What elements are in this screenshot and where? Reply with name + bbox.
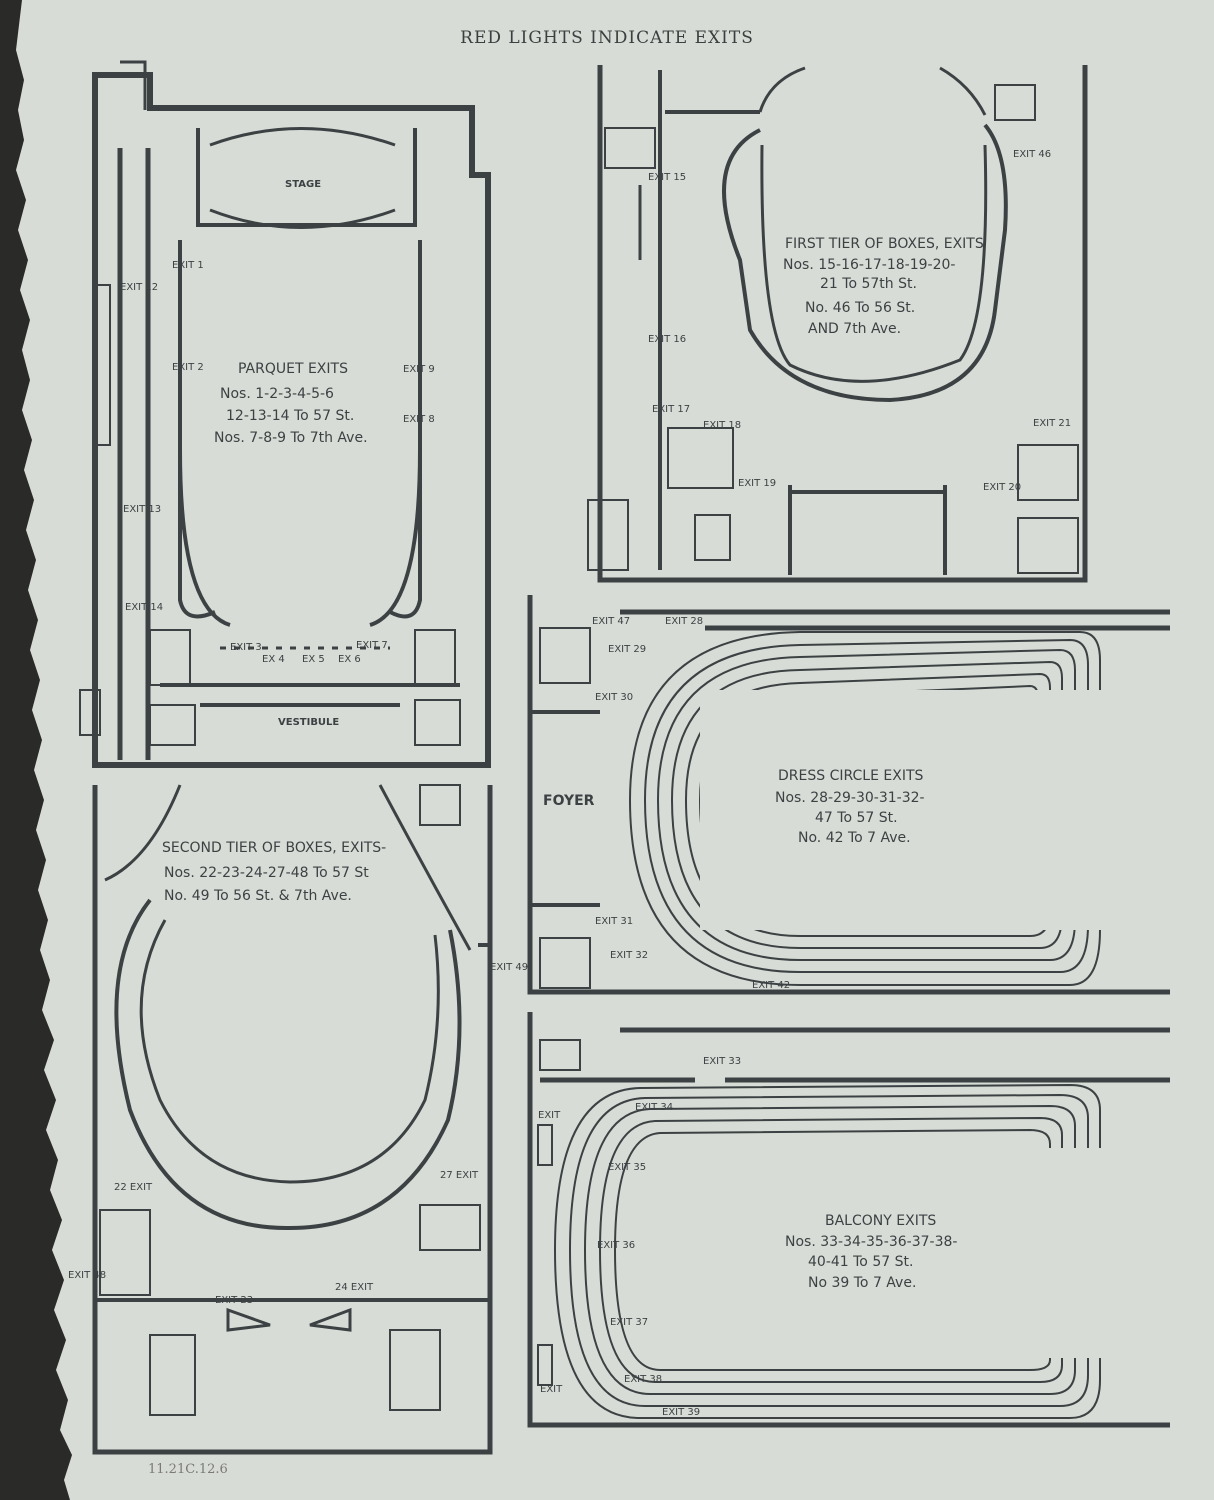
- exit-label: EXIT 20: [983, 482, 1021, 493]
- exit-label: EXIT 35: [608, 1162, 646, 1173]
- exit-label: EX 4: [262, 654, 285, 665]
- exit-label: EXIT 39: [662, 1407, 700, 1418]
- foyer-label: FOYER: [543, 793, 595, 809]
- balcony-row-arcs: [553, 1083, 1101, 1419]
- second-tier-caption-title: SECOND TIER OF BOXES, EXITS-: [162, 840, 386, 856]
- first-tier-caption-line: 21 To 57th St.: [820, 276, 917, 292]
- balcony-caption-line: Nos. 33-34-35-36-37-38-: [785, 1234, 957, 1250]
- balcony-caption-title: BALCONY EXITS: [825, 1213, 936, 1229]
- dress-circle-caption-title: DRESS CIRCLE EXITS: [778, 768, 924, 784]
- archive-pencil-note: 11.21C.12.6: [148, 1462, 228, 1477]
- page-header: RED LIGHTS INDICATE EXITS: [460, 28, 754, 48]
- exit-label: EXIT 12: [120, 282, 158, 293]
- balcony-plan: BALCONY EXITS Nos. 33-34-35-36-37-38- 40…: [527, 1012, 1170, 1428]
- stage-label: STAGE: [285, 179, 321, 190]
- exit-label: EXIT 28: [665, 616, 703, 627]
- parquet-caption-line: Nos. 1-2-3-4-5-6: [220, 386, 334, 402]
- exit-label: EXIT 38: [624, 1374, 662, 1385]
- exit-label: EXIT 19: [738, 478, 776, 489]
- exit-label: EXIT 33: [703, 1056, 741, 1067]
- first-tier-plan: FIRST TIER OF BOXES, EXITS Nos. 15-16-17…: [587, 65, 1088, 583]
- exit-label: EXIT 3: [230, 642, 262, 653]
- exit-label: EXIT 46: [1013, 149, 1051, 160]
- exit-label: EXIT 37: [610, 1317, 648, 1328]
- exit-label: EX 5: [302, 654, 325, 665]
- exit-label: EXIT 17: [652, 404, 690, 415]
- exit-label: EXIT 42: [752, 980, 790, 991]
- exit-label: EXIT 8: [403, 414, 435, 425]
- exit-label: 24 EXIT: [335, 1282, 374, 1293]
- first-tier-caption-title: FIRST TIER OF BOXES, EXITS: [785, 236, 984, 252]
- vestibule-label: VESTIBULE: [278, 717, 339, 728]
- exit-label: EXIT 7: [356, 640, 388, 651]
- exit-label: EXIT 15: [648, 172, 686, 183]
- exit-label: EXIT 30: [595, 692, 633, 703]
- exit-label: EXIT 16: [648, 334, 686, 345]
- exit-label: EXIT 2: [172, 362, 204, 373]
- exit-label: EXIT 21: [1033, 418, 1071, 429]
- exit-label: 22 EXIT: [114, 1182, 153, 1193]
- exit-label: EXIT 47: [592, 616, 630, 627]
- exit-label: EXIT 23: [215, 1295, 253, 1306]
- exit-label: EXIT 31: [595, 916, 633, 927]
- exit-label: EXIT 48: [68, 1270, 106, 1281]
- exit-label: EXIT 13: [123, 504, 161, 515]
- dress-circle-caption-line: Nos. 28-29-30-31-32-: [775, 790, 925, 806]
- exit-label: EXIT 36: [597, 1240, 635, 1251]
- second-tier-caption-line: Nos. 22-23-24-27-48 To 57 St: [164, 865, 369, 881]
- balcony-caption-line: No 39 To 7 Ave.: [808, 1275, 916, 1291]
- first-tier-caption-line: No. 46 To 56 St.: [805, 300, 915, 316]
- first-tier-caption-line: AND 7th Ave.: [808, 321, 901, 337]
- second-tier-plan: SECOND TIER OF BOXES, EXITS- Nos. 22-23-…: [68, 784, 528, 1455]
- exit-label: EXIT 1: [172, 260, 204, 271]
- exit-label: 27 EXIT: [440, 1170, 479, 1181]
- dress-circle-caption-line: 47 To 57 St.: [815, 810, 898, 826]
- exit-label: EXIT 32: [610, 950, 648, 961]
- exit-label: EXIT: [540, 1384, 563, 1395]
- parquet-caption-line: 12-13-14 To 57 St.: [226, 408, 354, 424]
- parquet-plan: STAGE VESTIBULE PARQUET EXITS Nos. 1-2-3…: [79, 60, 491, 768]
- dress-circle-caption-line: No. 42 To 7 Ave.: [798, 830, 911, 846]
- parquet-caption-line: Nos. 7-8-9 To 7th Ave.: [214, 430, 368, 446]
- exit-label: EX 6: [338, 654, 361, 665]
- exit-label: EXIT 29: [608, 644, 646, 655]
- second-tier-caption-line: No. 49 To 56 St. & 7th Ave.: [164, 888, 352, 904]
- exit-label: EXIT 14: [125, 602, 163, 613]
- exit-label: EXIT 34: [635, 1102, 673, 1113]
- exit-label: EXIT 9: [403, 364, 435, 375]
- exit-label: EXIT 18: [703, 420, 741, 431]
- exit-label: EXIT 49: [490, 962, 528, 973]
- first-tier-caption-line: Nos. 15-16-17-18-19-20-: [783, 257, 955, 273]
- dress-circle-plan: FOYER DRESS CIRCLE EXITS Nos. 28-29-30-3…: [527, 595, 1170, 995]
- balcony-caption-line: 40-41 To 57 St.: [808, 1254, 913, 1270]
- parquet-caption-title: PARQUET EXITS: [238, 361, 348, 377]
- exit-label: EXIT: [538, 1110, 561, 1121]
